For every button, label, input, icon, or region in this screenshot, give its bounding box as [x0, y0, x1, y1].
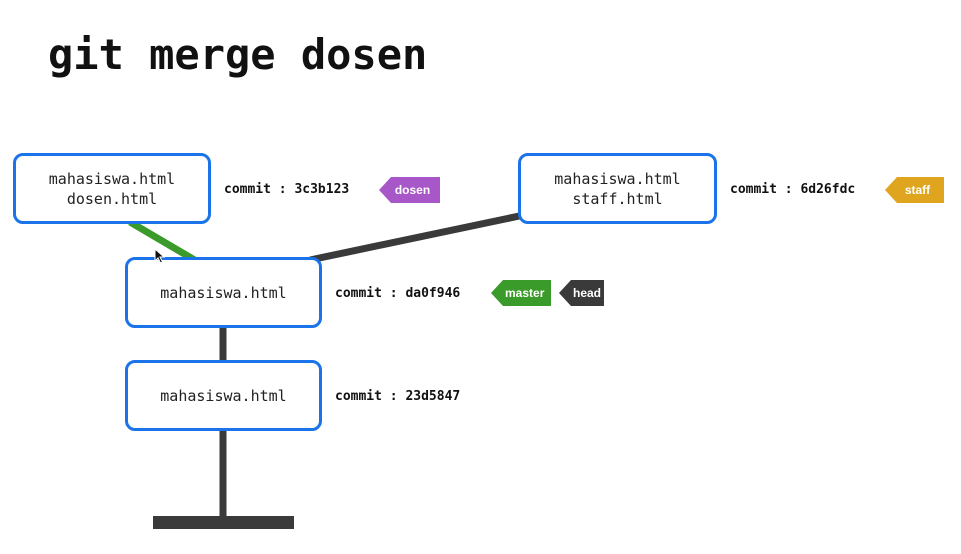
mouse-cursor-icon [154, 248, 166, 264]
edge-master-to-staff [309, 211, 525, 264]
commit-node-dosen[interactable]: mahasiswa.html dosen.html [13, 153, 211, 224]
edge-master-to-dosen [128, 218, 200, 266]
node-file-label: mahasiswa.html [48, 169, 176, 188]
branch-tag-dosen: dosen [379, 177, 440, 203]
commit-hash-base: commit : 23d5847 [335, 389, 461, 404]
commit-hash-staff: commit : 6d26fdc [730, 182, 856, 197]
node-file-label: mahasiswa.html [160, 283, 287, 302]
node-file-label: mahasiswa.html [554, 169, 681, 188]
branch-tag-staff: staff [885, 177, 944, 203]
root-bar [153, 516, 294, 529]
commit-hash-master: commit : da0f946 [335, 286, 461, 301]
commit-node-staff[interactable]: mahasiswa.html staff.html [518, 153, 717, 224]
node-file-label: mahasiswa.html [160, 386, 287, 405]
slide-title: git merge dosen [48, 30, 428, 79]
node-file-label: dosen.html [66, 189, 158, 208]
commit-node-master[interactable]: mahasiswa.html [125, 257, 322, 328]
commit-node-base[interactable]: mahasiswa.html [125, 360, 322, 431]
commit-hash-dosen: commit : 3c3b123 [224, 182, 350, 197]
node-file-label: staff.html [572, 189, 663, 208]
branch-tag-master: master [491, 280, 551, 306]
